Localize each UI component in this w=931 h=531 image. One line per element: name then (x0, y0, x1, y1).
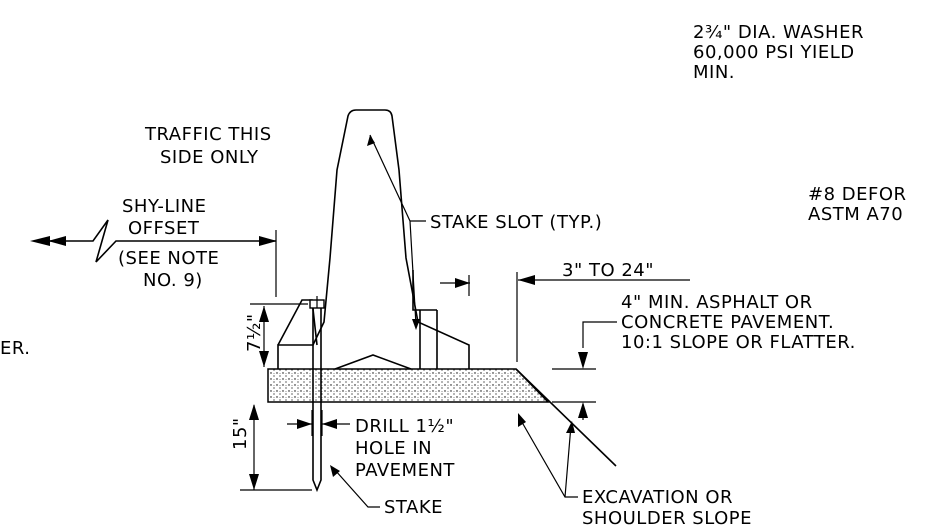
pavement-label-line2: CONCRETE PAVEMENT. (621, 312, 834, 333)
stake-leader (334, 469, 380, 508)
washer-label-line2: 60,000 PSI YIELD (693, 42, 855, 63)
shy-line-label-line3: (SEE NOTE (118, 248, 219, 269)
barrier-body (277, 109, 470, 369)
shy-line-offset-arrow (38, 219, 276, 263)
pavement-label-line1: 4" MIN. ASPHALT OR (621, 292, 813, 313)
pavement-slab (267, 368, 550, 403)
drill-label-line1: DRILL 1½" (355, 416, 454, 437)
dimension-15-inch: 15" (230, 417, 251, 450)
washer-label-line1: 2¾" DIA. WASHER (693, 22, 864, 43)
deformed-bar-label-line1: #8 DEFOR (808, 184, 907, 205)
stake-slot-leader (369, 134, 426, 326)
dimension-7-5-inch: 7½" (244, 313, 265, 352)
cut-off-label: ER. (0, 338, 30, 359)
traffic-label-line2: SIDE ONLY (160, 147, 259, 168)
deformed-bar-label-line2: ASTM A70 (808, 204, 903, 225)
shy-line-label-line1: SHY-LINE (122, 196, 207, 217)
shoulder-slope-line (515, 368, 617, 467)
stake-slot-label: STAKE SLOT (TYP.) (430, 212, 602, 233)
left-stake-slot (277, 299, 318, 346)
stake-label: STAKE (384, 497, 443, 518)
washer-label-line3: MIN. (693, 62, 735, 83)
shy-line-label-line2: OFFSET (128, 218, 200, 239)
stake (312, 308, 322, 493)
right-stake-slot (412, 270, 438, 369)
traffic-label-line1: TRAFFIC THIS (144, 124, 272, 145)
drill-label-line2: HOLE IN (355, 438, 432, 459)
shy-line-label-line4: NO. 9) (143, 270, 203, 291)
offset-range-label: 3" TO 24" (562, 260, 654, 281)
drill-label-line3: PAVEMENT (355, 460, 455, 481)
excavation-leader (518, 416, 578, 498)
pavement-callout-leader (582, 321, 617, 348)
barrier-base-hump (334, 354, 412, 370)
excavation-label-line2: SHOULDER SLOPE (582, 508, 752, 529)
excavation-label-line1: EXCAVATION OR (582, 487, 733, 508)
pavement-label-line3: 10:1 SLOPE OR FLATTER. (621, 332, 856, 353)
